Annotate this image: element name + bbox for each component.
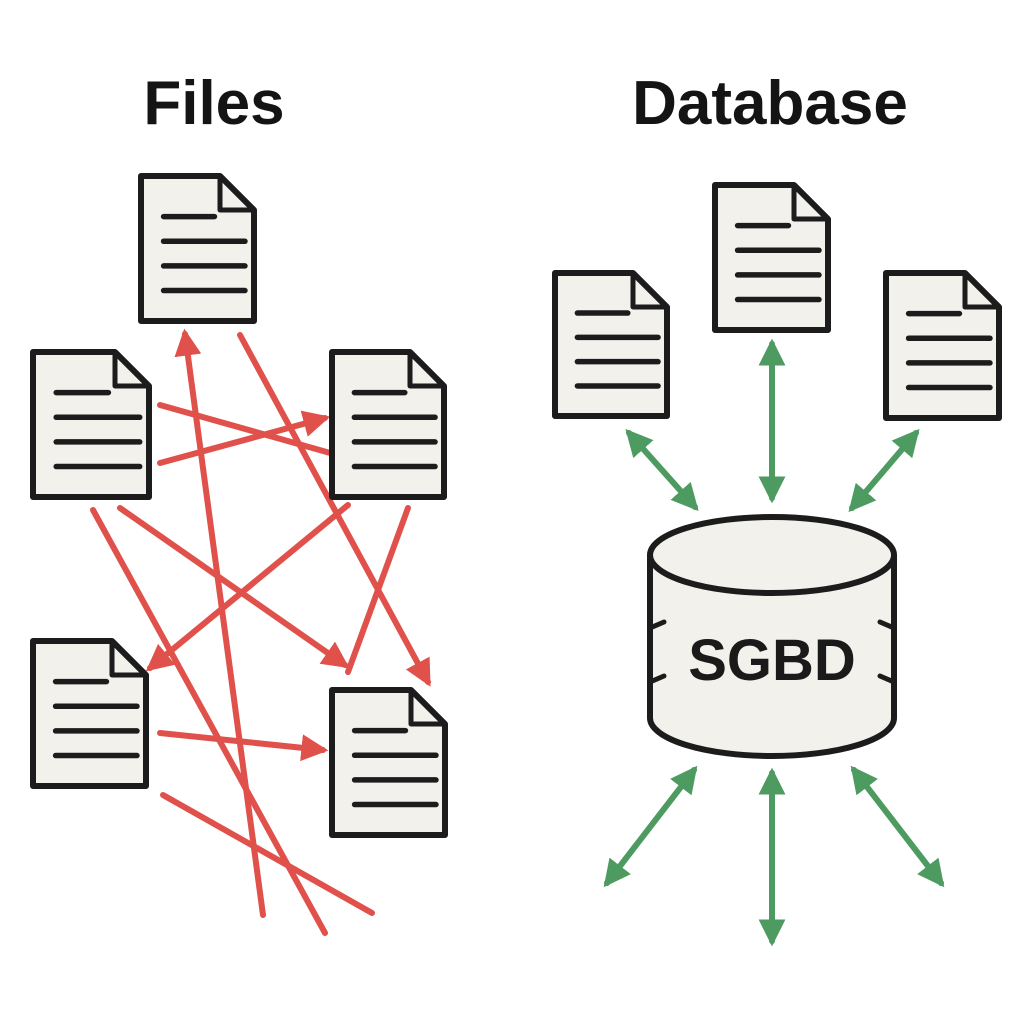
file-document-icon bbox=[712, 182, 831, 333]
file-document-icon bbox=[30, 638, 149, 789]
database-documents bbox=[552, 182, 1002, 421]
red-arrow bbox=[145, 502, 351, 672]
red-arrow bbox=[345, 505, 411, 675]
database-title: Database bbox=[632, 69, 908, 138]
file-link-arrows bbox=[90, 328, 431, 936]
red-arrow bbox=[117, 505, 350, 669]
red-arrow bbox=[174, 328, 266, 918]
file-document-icon bbox=[138, 173, 257, 324]
files-title: Files bbox=[143, 69, 284, 138]
file-documents bbox=[30, 173, 448, 838]
green-bidirectional-arrow bbox=[603, 765, 698, 888]
database-cylinder-icon: SGBD bbox=[647, 514, 897, 759]
red-arrow bbox=[160, 792, 375, 916]
database-link-arrows bbox=[603, 338, 945, 947]
file-document-icon bbox=[329, 687, 448, 838]
file-document-icon bbox=[552, 270, 670, 419]
green-bidirectional-arrow bbox=[625, 428, 699, 512]
red-arrow bbox=[157, 402, 358, 463]
green-bidirectional-arrow bbox=[848, 428, 920, 513]
file-document-icon bbox=[883, 270, 1002, 421]
green-bidirectional-arrow bbox=[850, 765, 945, 888]
file-document-icon bbox=[30, 349, 152, 500]
sgbd-label: SGBD bbox=[688, 628, 856, 693]
red-arrow bbox=[157, 730, 329, 762]
red-arrow bbox=[237, 332, 431, 687]
file-document-icon bbox=[329, 349, 447, 500]
red-arrow bbox=[157, 410, 331, 466]
